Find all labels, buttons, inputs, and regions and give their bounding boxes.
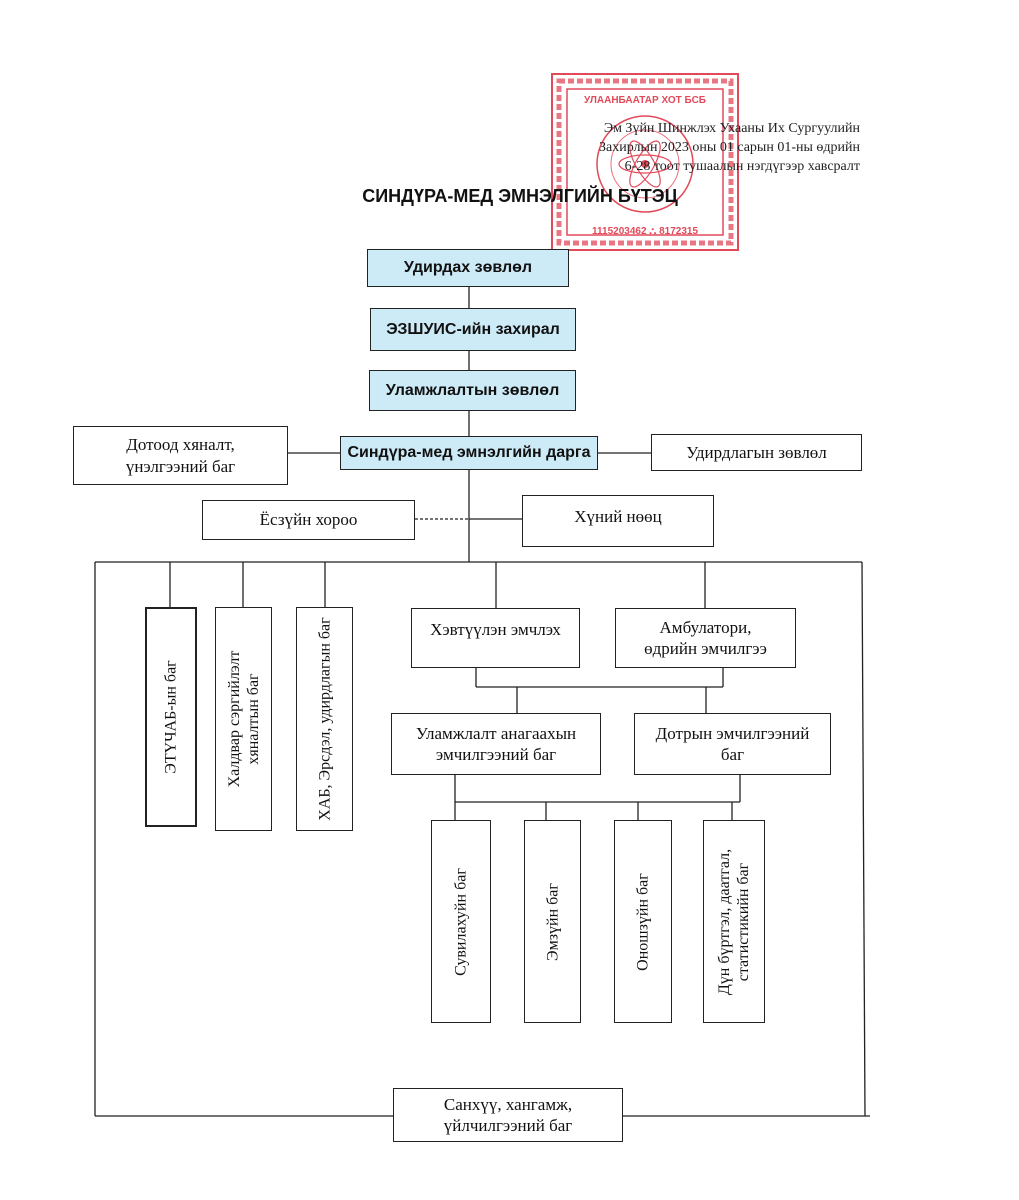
node-nursing-label: Сувилахуйн баг xyxy=(452,867,470,976)
node-hab: ХАБ, Эрсдэл, удирдлагын баг xyxy=(296,607,353,831)
approval-line-1: Эм Зүйн Шинжлэх Ухааны Их Сургуулийн xyxy=(603,121,860,136)
node-ethics-committee: Ёсзүйн хороо xyxy=(202,500,415,540)
stamp-bottom-text: 1115203462 ⛬ 8172315 xyxy=(592,226,698,237)
stamp-top-text: УЛААНБААТАР ХОТ БСБ xyxy=(584,95,706,106)
node-diagnostics-label: Оношзүйн баг xyxy=(634,872,652,971)
node-management-council: Удирдлагын зөвлөл xyxy=(651,434,862,471)
node-inpatient: Хэвтүүлэн эмчлэх xyxy=(411,608,580,668)
node-pharmacy-label: Эмзүйн баг xyxy=(543,882,561,961)
approval-note: Эм Зүйн Шинжлэх Ухааны Их Сургуулийн Зах… xyxy=(560,120,860,177)
node-internal-control: Дотоод хяналт, үнэлгээний баг xyxy=(73,426,288,485)
approval-line-3: 6-28 тоот тушаалын нэгдүгээр хавсралт xyxy=(624,158,860,174)
approval-line-2: Захирлын 2023 оны 01 сарын 01-ны өдрийн xyxy=(599,139,860,155)
node-hab-label: ХАБ, Эрсдэл, удирдлагын баг xyxy=(315,617,333,821)
node-nursing: Сувилахуйн баг xyxy=(431,820,491,1023)
node-finance: Санхүү, хангамж, үйлчилгээний баг xyxy=(393,1088,623,1142)
node-diagnostics: Оношзүйн баг xyxy=(614,820,672,1023)
node-hospital-head: Синдүра-мед эмнэлгийн дарга xyxy=(340,436,598,470)
node-pharmacy: Эмзүйн баг xyxy=(524,820,581,1023)
node-records-label: Дүн бүртгэл, даатгал, статистикийн баг xyxy=(715,848,752,995)
node-outpatient: Амбулатори, өдрийн эмчилгээ xyxy=(615,608,796,668)
page-title: СИНДҮРА-МЕД ЭМНЭЛГИЙН БҮТЭЦ xyxy=(362,186,678,206)
node-internal-medicine: Дотрын эмчилгээний баг xyxy=(634,713,831,775)
node-hr: Хүний нөөц xyxy=(522,495,714,547)
node-infection: Халдвар сэргийлэлт хяналтын баг xyxy=(215,607,272,831)
node-etuchab-label: ЭТҮЧАБ-ын баг xyxy=(162,660,180,774)
node-etuchab: ЭТҮЧАБ-ын баг xyxy=(145,607,197,827)
node-director: ЭЗШУИС-ийн захирал xyxy=(370,308,576,351)
node-records: Дүн бүртгэл, даатгал, статистикийн баг xyxy=(703,820,765,1023)
node-traditional-council: Уламжлалтын зөвлөл xyxy=(369,370,576,411)
node-traditional-treatment: Уламжлалт анагаахын эмчилгээний баг xyxy=(391,713,601,775)
official-stamp xyxy=(551,73,739,251)
node-infection-label: Халдвар сэргийлэлт хяналтын баг xyxy=(225,650,262,788)
node-board: Удирдах зөвлөл xyxy=(367,249,569,287)
